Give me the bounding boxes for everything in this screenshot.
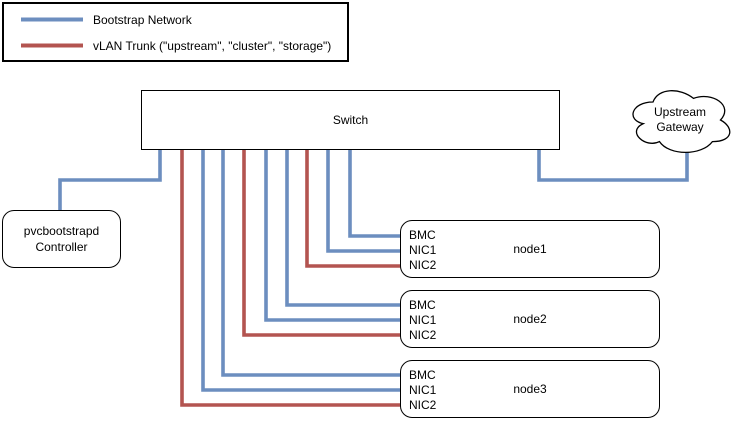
bootstrap-network-line-swatch	[21, 17, 83, 22]
node1-port-nic1: NIC1	[409, 243, 437, 257]
wire-switch-node1-nic1	[326, 149, 402, 253]
wire-switch-node3-nic1	[201, 149, 402, 392]
node-shape-node2: BMC NIC1 NIC2 node2	[400, 290, 660, 348]
switch-label: Switch	[332, 113, 369, 127]
upstream-gateway-cloud-shape	[632, 90, 731, 153]
wire-switch-node3-bmc	[221, 149, 402, 377]
wire-switch-upstream-gateway	[537, 149, 689, 182]
vlan-trunk-line-swatch	[21, 43, 83, 48]
node2-port-nic2: NIC2	[409, 328, 437, 342]
node-shape-node1: BMC NIC1 NIC2 node1	[400, 220, 660, 278]
wire-switch-controller	[58, 149, 162, 212]
legend: Bootstrap Network vLAN Trunk ("upstream"…	[2, 2, 349, 62]
wire-switch-node1-bmc	[348, 149, 402, 238]
node-shape-node3: BMC NIC1 NIC2 node3	[400, 360, 660, 418]
wire-switch-node2-nic1	[264, 149, 402, 322]
legend-label-bootstrap-network: Bootstrap Network	[93, 13, 192, 27]
node2-name: node2	[513, 312, 547, 326]
node3-port-nic1: NIC1	[409, 383, 437, 397]
wire-switch-node2-bmc	[285, 149, 402, 307]
node1-port-nic2: NIC2	[409, 258, 437, 272]
node2-port-bmc: BMC	[409, 298, 436, 312]
wire-switch-node1-nic2	[305, 149, 402, 268]
node3-port-nic2: NIC2	[409, 398, 437, 412]
upstream-gateway-label: Upstream Gateway	[653, 105, 706, 134]
node1-port-bmc: BMC	[409, 228, 436, 242]
controller-shape: pvcbootstrapd Controller	[2, 210, 121, 268]
node3-ports: BMC NIC1 NIC2	[409, 368, 436, 413]
node2-ports: BMC NIC1 NIC2	[409, 298, 436, 343]
node3-port-bmc: BMC	[409, 368, 436, 382]
switch-shape: Switch	[141, 90, 560, 150]
wire-switch-node3-nic2	[180, 149, 402, 407]
node3-name: node3	[513, 382, 547, 396]
node1-name: node1	[513, 242, 547, 256]
legend-label-vlan-trunk: vLAN Trunk ("upstream", "cluster", "stor…	[93, 39, 332, 53]
node2-port-nic1: NIC1	[409, 313, 437, 327]
wire-switch-node2-nic2	[242, 149, 402, 337]
node1-ports: BMC NIC1 NIC2	[409, 228, 436, 273]
